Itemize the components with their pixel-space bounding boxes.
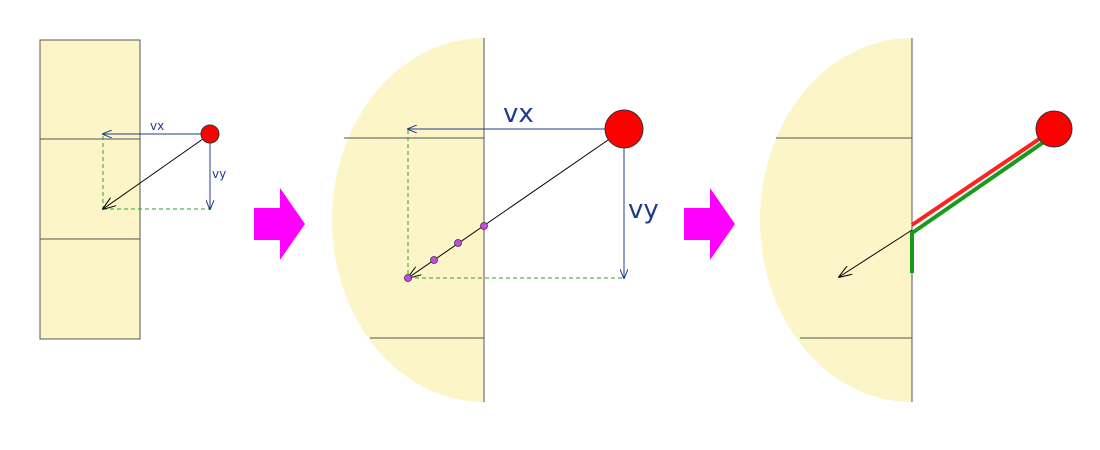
region-half-disc [760,38,913,402]
sample-point [454,239,462,247]
path-red-segment [910,127,1056,227]
right-arrow-icon [254,188,305,260]
dashed-projection [102,136,210,210]
region-half-disc [332,38,485,402]
motion-vector [103,133,211,209]
sample-points [404,222,488,282]
sample-point [430,256,438,264]
ball-icon [1035,110,1073,148]
vx-label: vx [150,119,164,133]
motion-vector [839,229,913,277]
motion-vector [408,128,625,278]
path-green-segment [910,133,1056,273]
panel-2: vx vy [332,38,659,402]
vy-label: vy [628,195,659,225]
panel-1: vx vy [39,39,226,340]
ball-icon [604,109,644,149]
region-rectangle [39,39,141,340]
vy-label: vy [212,167,226,181]
resolved-path [910,127,1056,273]
sample-point [480,222,488,230]
sample-point [404,274,412,282]
ball-icon [200,124,220,144]
vx-label: vx [503,99,534,129]
right-arrow-icon [684,188,735,260]
dashed-projection [407,130,624,279]
panel-3 [760,38,1073,402]
